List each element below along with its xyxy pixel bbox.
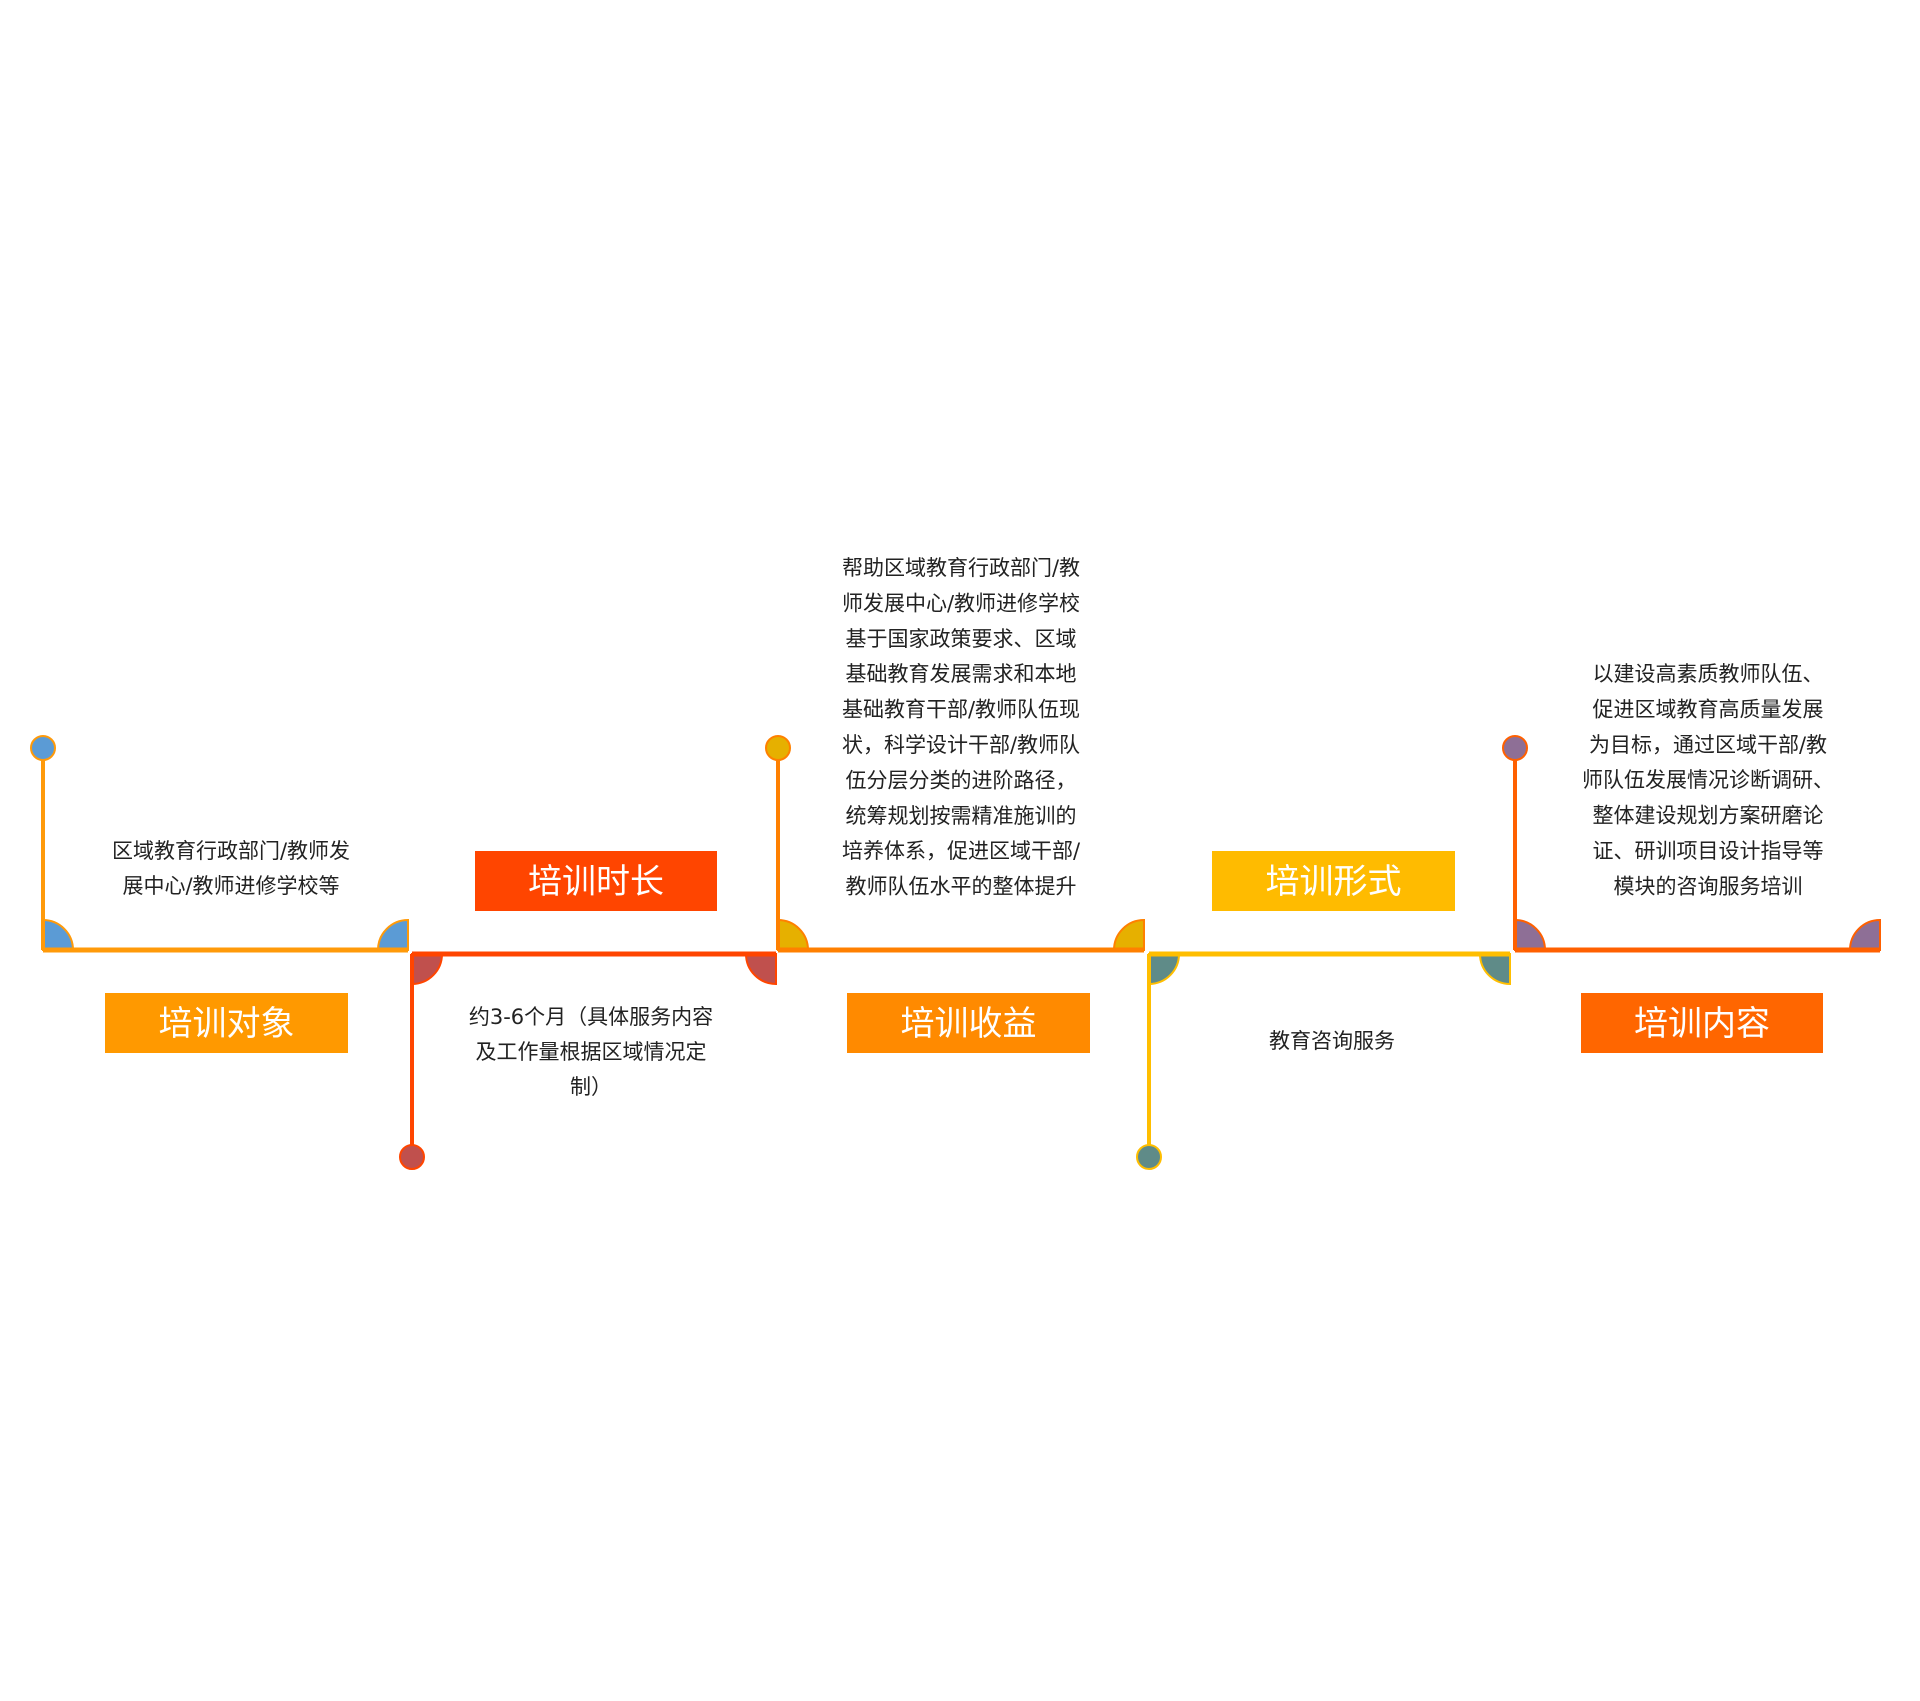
section-description: 以建设高素质教师队伍、促进区域教育高质量发展为目标，通过区域干部/教师队伍发展情… (1582, 662, 1834, 898)
quarter-circle-ornament (411, 953, 444, 986)
section-description: 教育咨询服务 (1269, 1029, 1395, 1053)
section-label: 培训形式 (1266, 862, 1402, 902)
timeline-node-dot (1502, 735, 1528, 761)
description-line: 以建设高素质教师队伍、 (1593, 662, 1824, 686)
timeline-node-dot (765, 735, 791, 761)
description-line: 培养体系，促进区域干部/ (842, 839, 1081, 863)
description-line: 教师队伍水平的整体提升 (846, 875, 1077, 899)
quarter-circle-ornament (1848, 918, 1881, 951)
description-line: 基础教育干部/教师队伍现 (842, 698, 1080, 722)
description-line: 基础教育发展需求和本地 (846, 662, 1077, 686)
description-line: 为目标，通过区域干部/教 (1589, 733, 1827, 757)
timeline-segment: 培训收益 帮助区域教育行政部门/教师发展中心/教师进修学校基于国家政策要求、区域基… (765, 556, 1145, 1053)
section-label-box (475, 851, 717, 911)
description-line: 帮助区域教育行政部门/教 (842, 556, 1080, 580)
timeline-node-dot (1136, 1144, 1162, 1170)
description-line: 基于国家政策要求、区域 (846, 627, 1077, 651)
description-line: 证、研训项目设计指导等 (1593, 839, 1824, 863)
description-line: 促进区域教育高质量发展 (1593, 697, 1824, 721)
timeline-node-dot (30, 735, 56, 761)
description-line: 师发展中心/教师进修学校 (842, 591, 1080, 615)
description-line: 模块的咨询服务培训 (1614, 874, 1803, 898)
section-label-box (1212, 851, 1455, 911)
description-line: 伍分层分类的进阶路径， (846, 768, 1077, 792)
section-description: 区域教育行政部门/教师发展中心/教师进修学校等 (112, 839, 350, 898)
quarter-circle-ornament (376, 918, 409, 951)
description-line: 约3-6个月（具体服务内容 (469, 1005, 713, 1029)
section-label: 培训内容 (1634, 1004, 1770, 1044)
timeline-node-dot (399, 1144, 425, 1170)
description-line: 教育咨询服务 (1269, 1029, 1395, 1053)
description-line: 整体建设规划方案研磨论 (1593, 804, 1824, 828)
description-line: 区域教育行政部门/教师发 (112, 839, 350, 863)
section-label: 培训时长 (528, 862, 664, 902)
description-line: 制） (570, 1075, 612, 1099)
quarter-circle-ornament (1112, 918, 1145, 951)
section-label-box (1581, 993, 1823, 1053)
section-label-box (847, 993, 1090, 1053)
section-label-box (105, 993, 348, 1053)
section-label: 培训收益 (901, 1004, 1037, 1044)
description-line: 展中心/教师进修学校等 (122, 874, 339, 898)
section-description: 帮助区域教育行政部门/教师发展中心/教师进修学校基于国家政策要求、区域基础教育发… (842, 556, 1081, 899)
quarter-circle-ornament (42, 918, 75, 951)
description-line: 状，科学设计干部/教师队 (842, 733, 1080, 757)
timeline-segment: 培训内容 以建设高素质教师队伍、促进区域教育高质量发展为目标，通过区域干部/教师队… (1502, 662, 1881, 1053)
section-label: 培训对象 (159, 1004, 295, 1044)
quarter-circle-ornament (1148, 953, 1181, 986)
description-line: 师队伍发展情况诊断调研、 (1582, 768, 1834, 792)
timeline-segment: 培训对象 区域教育行政部门/教师发展中心/教师进修学校等 (30, 735, 409, 1053)
quarter-circle-ornament (777, 918, 810, 951)
description-line: 及工作量根据区域情况定 (476, 1040, 707, 1064)
description-line: 统筹规划按需精准施训的 (846, 804, 1077, 828)
quarter-circle-ornament (1478, 953, 1511, 986)
section-description: 约3-6个月（具体服务内容及工作量根据区域情况定制） (469, 1005, 713, 1099)
quarter-circle-ornament (1514, 918, 1547, 951)
quarter-circle-ornament (744, 953, 777, 986)
